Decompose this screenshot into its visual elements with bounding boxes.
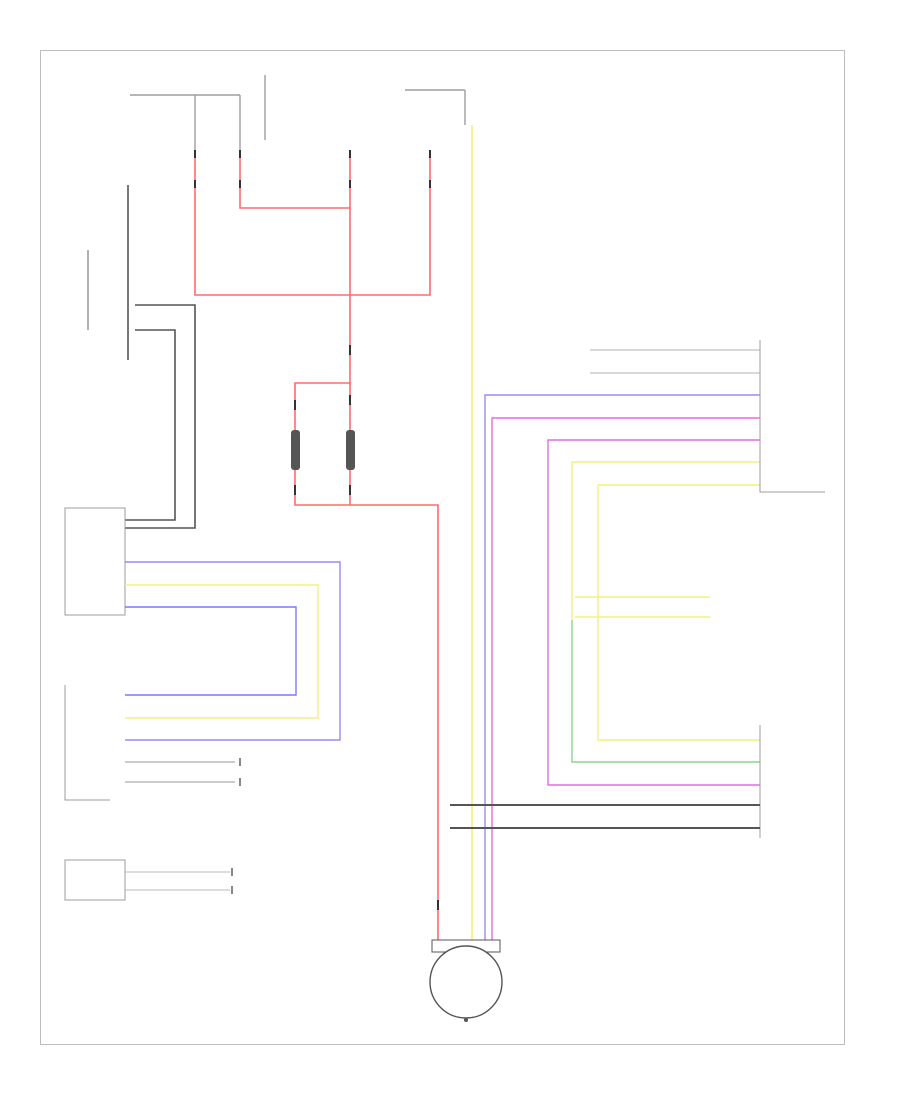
powertrain-control-module xyxy=(759,340,825,493)
instrument-cluster xyxy=(64,859,126,901)
ground-symbols xyxy=(231,758,241,894)
generator xyxy=(429,939,503,1022)
battery-current-sensor xyxy=(64,507,126,616)
red-circuit xyxy=(194,150,439,945)
wire-yellow-bcm xyxy=(125,584,319,719)
wire-green-pcm xyxy=(571,620,760,763)
generator-cables xyxy=(450,804,760,829)
wire-yellow-pcm-2 xyxy=(597,484,760,741)
fusible-link-right xyxy=(346,430,355,470)
bcm-wiring xyxy=(125,561,341,783)
wire-black-2 xyxy=(125,329,176,521)
wire-red-branch xyxy=(239,150,350,209)
wire-red-loop xyxy=(194,150,431,296)
diagram-frame xyxy=(40,50,845,1045)
wire-magenta-pcm xyxy=(491,417,760,945)
wire-violet-pcm xyxy=(484,394,760,945)
generator-symbol xyxy=(429,945,503,1019)
battery-cables xyxy=(87,185,196,529)
wire-violet-bcm xyxy=(125,561,341,741)
connector-ticks xyxy=(194,150,439,910)
wire-magenta-2 xyxy=(547,439,760,786)
fusible-link-left xyxy=(291,430,300,470)
body-control-module xyxy=(64,685,110,801)
wire-red-fuse-loop xyxy=(294,382,350,506)
top-left-distribution xyxy=(130,75,466,150)
wire-red-to-generator xyxy=(350,504,439,945)
wire-black-1 xyxy=(125,304,196,529)
wire-yellow-pcm-1 xyxy=(571,461,760,620)
ipc-wiring xyxy=(125,871,230,891)
pcm-wiring xyxy=(484,349,760,945)
fusible-links xyxy=(291,430,355,470)
wire-blue-bcm xyxy=(125,606,297,696)
